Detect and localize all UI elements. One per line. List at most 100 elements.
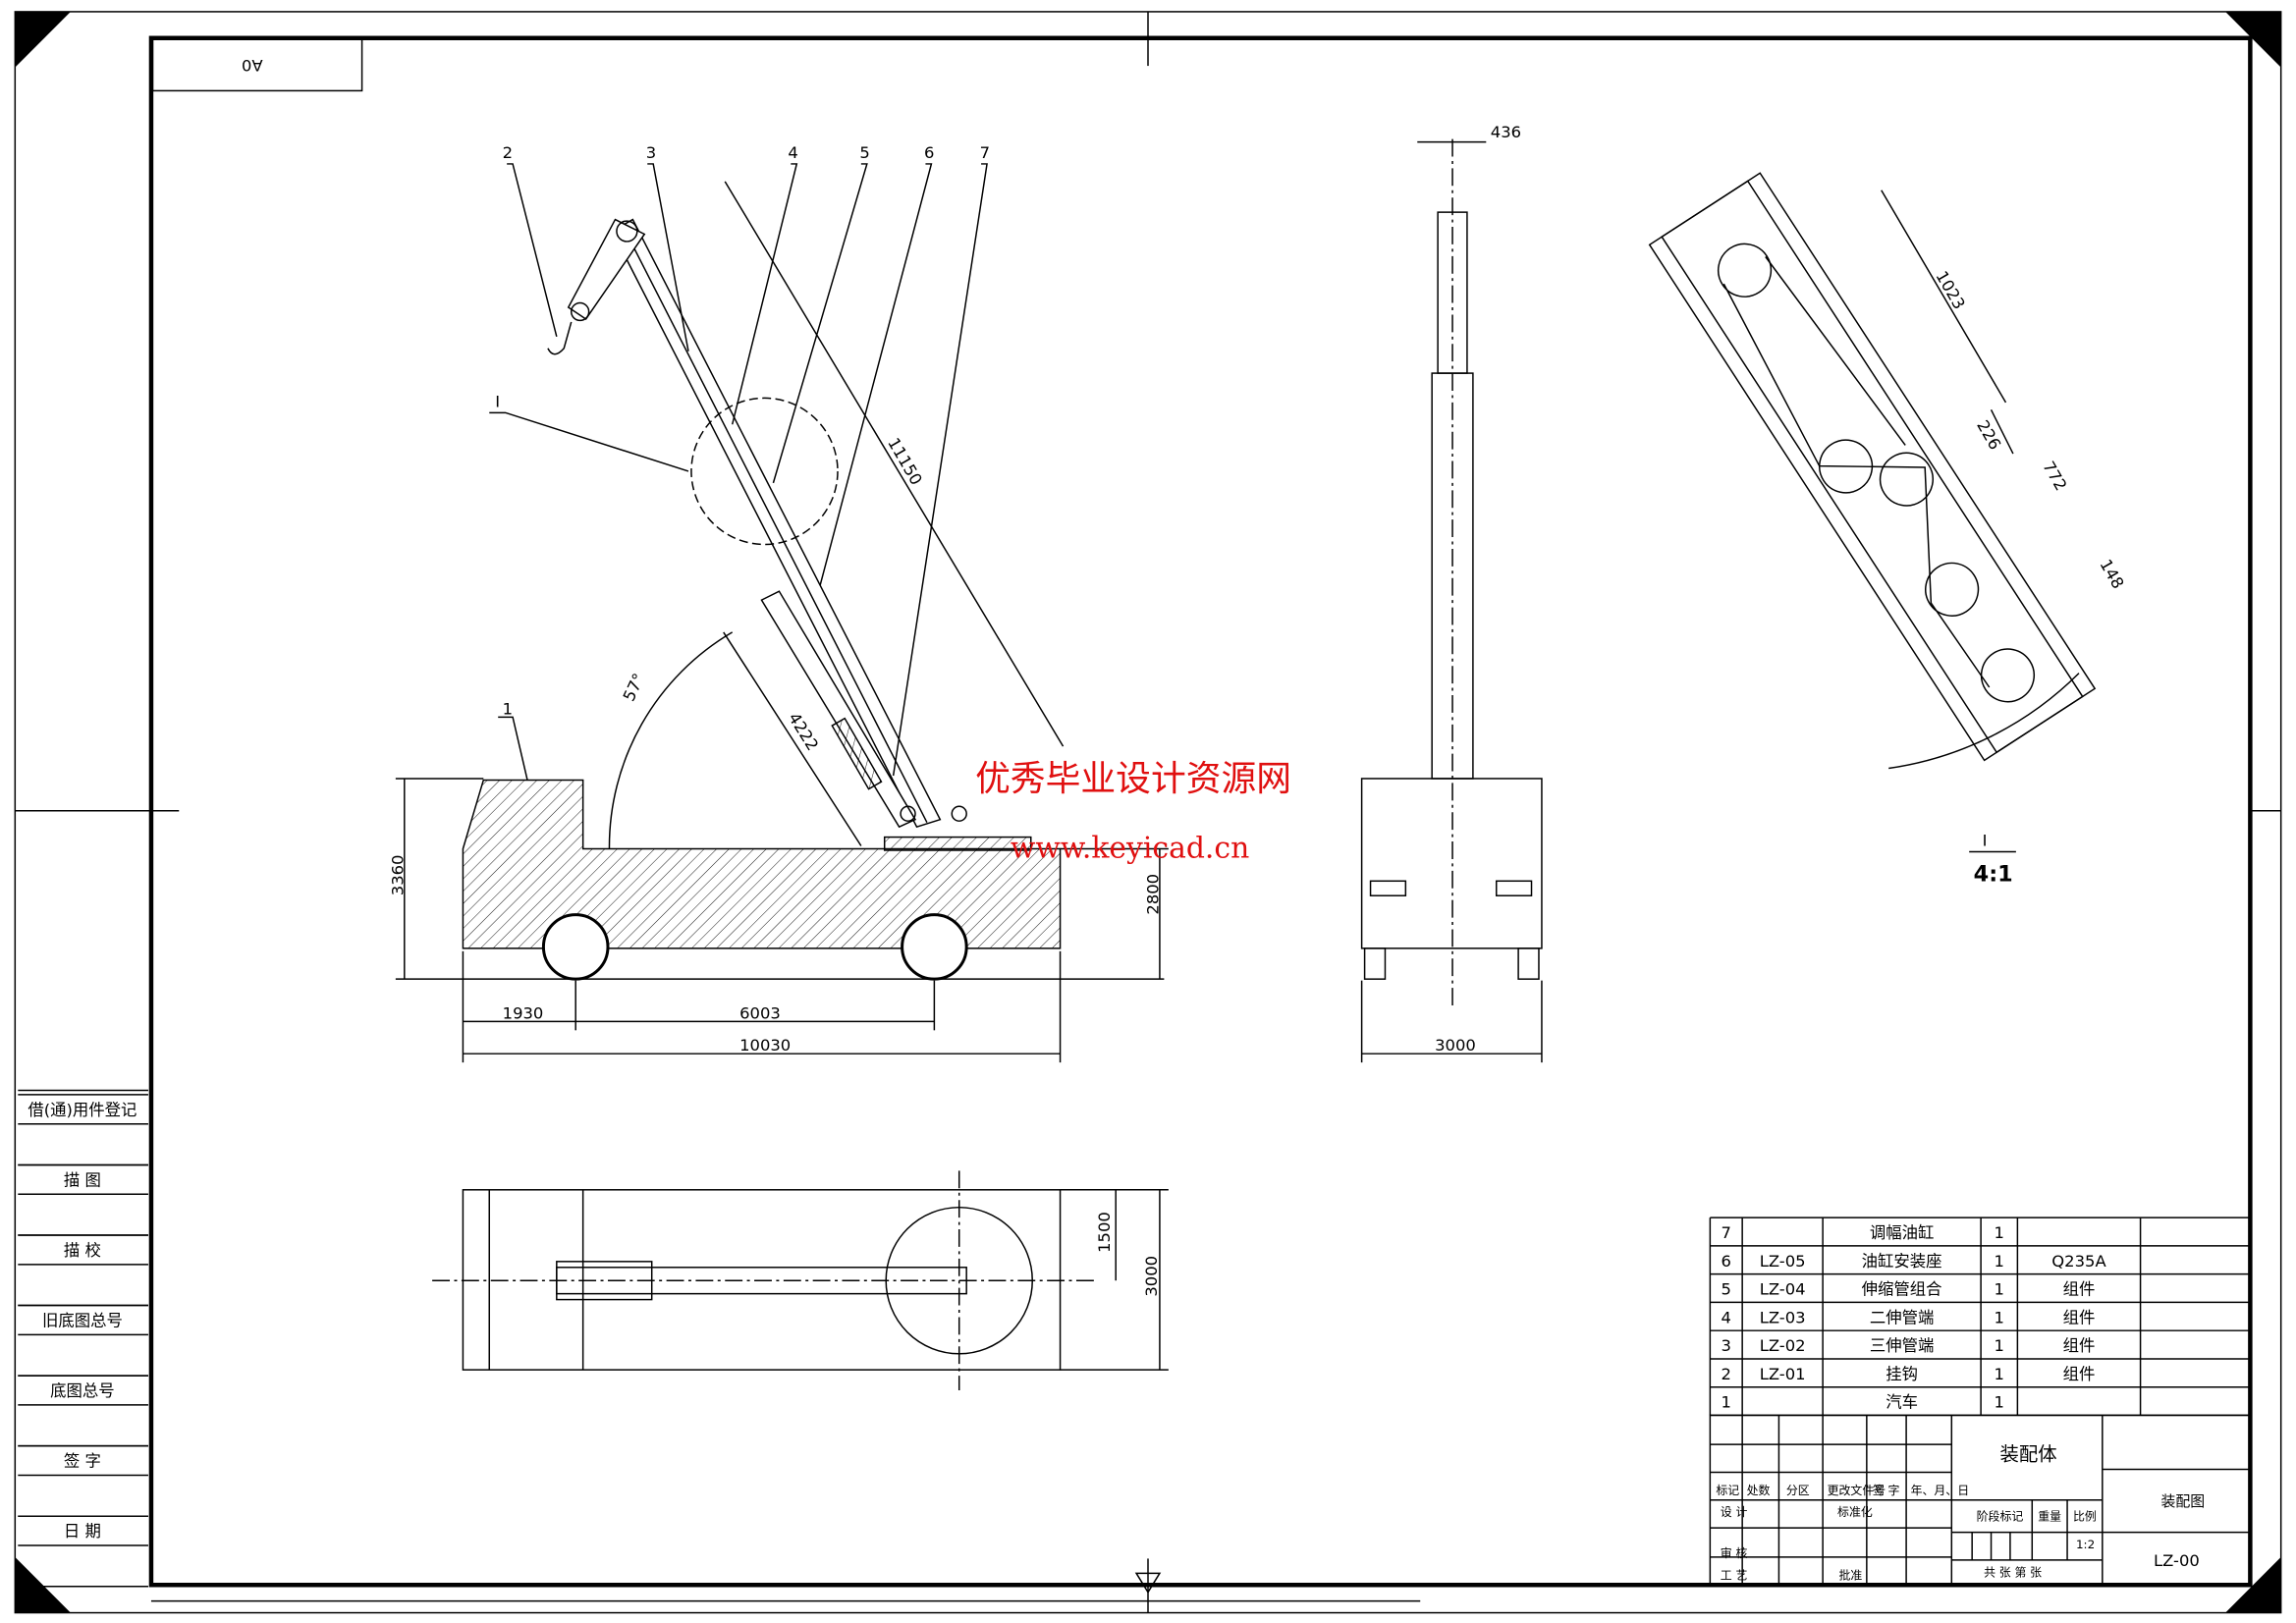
part-no: 7	[1722, 1223, 1731, 1242]
part-qty: 1	[1995, 1393, 2004, 1412]
detail-mark: I	[1983, 832, 1988, 850]
part-no: 6	[1722, 1252, 1731, 1271]
dim-d4: 148	[2096, 556, 2127, 592]
dim-cyl-length: 4222	[785, 709, 822, 753]
dim-d2: 226	[1973, 417, 2004, 454]
title-header: 签 字	[1873, 1484, 1900, 1497]
dim-d1: 1023	[1932, 268, 1968, 313]
side-view: 2 3 4 5 6 7 1 I 3360 2800 1930 6003 1003…	[388, 143, 1169, 1063]
watermark-title: 优秀毕业设计资源网	[975, 759, 1291, 799]
parts-row: 4 LZ-03 二伸管端 1 组件	[1722, 1308, 2096, 1326]
part-qty: 1	[1995, 1365, 2004, 1383]
sheet-size-label: A0	[242, 56, 263, 75]
dim-height-total: 3360	[388, 855, 407, 896]
tb-stage: 阶段标记	[1977, 1510, 2024, 1524]
hook-icon	[547, 321, 573, 355]
rear-wheel	[901, 913, 968, 981]
strip-label: 旧底图总号	[42, 1311, 123, 1329]
dim-angle: 57°	[620, 671, 648, 704]
part-no: 4	[1722, 1308, 1731, 1326]
dim-boom-length: 11150	[884, 435, 926, 489]
parts-row: 3 LZ-02 三伸管端 1 组件	[1722, 1336, 2096, 1355]
parts-row: 1 汽车 1	[1722, 1393, 2004, 1412]
dim-length: 10030	[739, 1036, 791, 1055]
part-code: LZ-01	[1760, 1365, 1806, 1383]
part-name: 汽车	[1886, 1393, 1918, 1412]
tb-sheets: 共 张 第 张	[1984, 1565, 2042, 1579]
tb-review: 审 核	[1721, 1546, 1748, 1560]
part-code: LZ-02	[1760, 1336, 1806, 1355]
part-code: LZ-03	[1760, 1308, 1806, 1326]
drawing-frame	[14, 11, 2282, 1614]
part-name: 三伸管端	[1870, 1336, 1935, 1355]
side-dimensions: 3360 2800 1930 6003 10030 11150 4222 57°	[388, 181, 1169, 1063]
balloon: I	[495, 392, 500, 410]
part-no: 1	[1722, 1393, 1731, 1412]
part-mat: 组件	[2063, 1308, 2096, 1326]
top-view: 1500 3000	[432, 1170, 1169, 1391]
part-qty: 1	[1995, 1308, 2004, 1326]
dim-wheelbase: 6003	[739, 1003, 781, 1022]
title-header: 处数	[1747, 1484, 1771, 1497]
title-header: 标记	[1716, 1484, 1739, 1497]
front-wheel	[541, 913, 610, 981]
dim-d3: 772	[2039, 458, 2070, 494]
balloon: 6	[924, 143, 934, 162]
part-name: 调幅油缸	[1870, 1223, 1935, 1242]
truck-body	[462, 779, 1062, 949]
sheet-size-box: A0	[151, 38, 363, 92]
strip-label: 描 图	[64, 1170, 101, 1189]
part-name: 伸缩管组合	[1862, 1280, 1942, 1299]
balloons: 2 3 4 5 6 7 1 I	[489, 143, 990, 781]
tb-process: 工 艺	[1721, 1568, 1748, 1582]
detail-view: 1023 226 772 148 I 4:1	[1648, 172, 2127, 887]
part-name: 二伸管端	[1870, 1308, 1935, 1326]
title-block: 标记处数分区更改文件号签 字年、月、日 设 计 标准化 审 核 工 艺 批准 阶…	[1709, 1414, 2252, 1586]
watermark-url: www.keyicad.cn	[1011, 831, 1249, 865]
part-no: 3	[1722, 1336, 1731, 1355]
tb-weight: 重量	[2038, 1510, 2061, 1524]
part-mat: 组件	[2063, 1365, 2096, 1383]
tb-ratio-value: 1:2	[2076, 1538, 2095, 1551]
part-code: LZ-04	[1760, 1280, 1806, 1299]
tb-approve: 批准	[1839, 1568, 1863, 1582]
tb-standard: 标准化	[1837, 1505, 1873, 1519]
dim-front-width: 3000	[1435, 1036, 1476, 1055]
balloon: 3	[646, 143, 656, 162]
balloon: 4	[788, 143, 797, 162]
part-name: 油缸安装座	[1862, 1252, 1942, 1271]
part-qty: 1	[1995, 1252, 2004, 1271]
balloon: 5	[859, 143, 869, 162]
strip-label: 日 期	[64, 1522, 101, 1541]
dim-top-width: 3000	[1142, 1256, 1161, 1297]
strip-label: 底图总号	[50, 1381, 115, 1400]
part-mat: Q235A	[2051, 1252, 2106, 1271]
tb-design: 设 计	[1721, 1505, 1748, 1519]
boom	[611, 218, 942, 829]
strip-label: 借(通)用件登记	[27, 1101, 137, 1119]
part-mat: 组件	[2063, 1336, 2096, 1355]
strip-label: 描 校	[64, 1241, 101, 1260]
tb-ratio: 比例	[2073, 1510, 2097, 1524]
title-header: 更改文件号	[1828, 1484, 1886, 1497]
detail-scale: 4:1	[1974, 861, 2013, 887]
front-view: 436 3000	[1360, 123, 1543, 1063]
parts-row: 6 LZ-05 油缸安装座 1 Q235A	[1722, 1252, 2107, 1271]
tb-part-name: 装配体	[1999, 1443, 2056, 1466]
part-qty: 1	[1995, 1280, 2004, 1299]
title-header: 年、月、日	[1911, 1484, 1970, 1497]
part-qty: 1	[1995, 1336, 2004, 1355]
balloon: 2	[503, 143, 513, 162]
strip-label: 签 字	[64, 1452, 101, 1471]
balloon: 7	[980, 143, 990, 162]
part-code: LZ-05	[1760, 1252, 1806, 1271]
dim-front-axle: 1930	[503, 1003, 544, 1022]
dim-top-half: 1500	[1095, 1212, 1114, 1253]
part-qty: 1	[1995, 1223, 2004, 1242]
part-no: 2	[1722, 1365, 1731, 1383]
tb-drawing-name: 装配图	[2160, 1492, 2205, 1510]
